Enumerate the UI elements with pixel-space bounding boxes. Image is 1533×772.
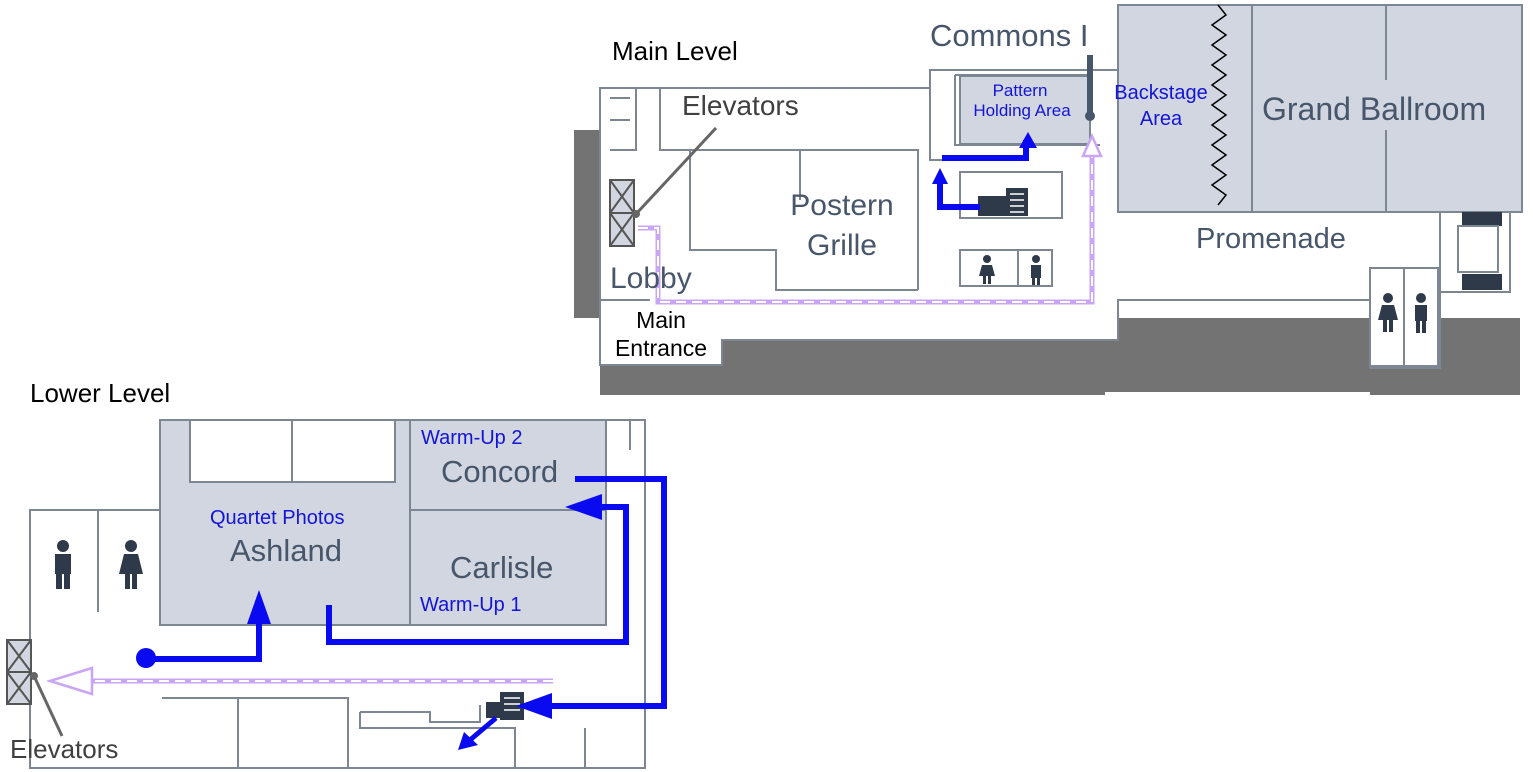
- elevators-label-lower: Elevators: [10, 734, 118, 764]
- elevators-label-main: Elevators: [682, 90, 799, 121]
- postern-label-2: Grille: [807, 229, 877, 262]
- elevator-icon: [609, 179, 635, 247]
- restroom-men-icon: [1031, 255, 1041, 285]
- carlisle-label: Carlisle: [450, 550, 553, 585]
- postern-label-1: Postern: [790, 189, 893, 222]
- restroom-men-icon: [55, 540, 71, 589]
- commons-label: Commons I: [930, 18, 1088, 53]
- elevators-leader-line-lower: [32, 675, 64, 737]
- pattern-label-2: Holding Area: [973, 101, 1071, 120]
- restroom-women-icon: [1378, 293, 1398, 332]
- quartet-photos-label: Quartet Photos: [210, 507, 345, 529]
- carlisle-room: [409, 509, 607, 626]
- grand-ballroom: [1117, 4, 1523, 213]
- promenade-label: Promenade: [1196, 223, 1346, 255]
- route-arrowhead: [45, 666, 94, 696]
- restroom-men-icon: [1415, 293, 1427, 333]
- airwall-divider: [1210, 4, 1228, 206]
- main-level-map: Main Level Commons I Elevators Pattern H…: [574, 4, 1523, 395]
- main-level-title: Main Level: [612, 36, 738, 66]
- lower-level-map: Lower Level Warm-Up 2 Concord Quartet Ph…: [6, 378, 667, 769]
- elevators-leader-line: [634, 126, 718, 216]
- backstage-label-1: Backstage: [1114, 82, 1207, 104]
- backstage-label-2: Area: [1140, 108, 1183, 130]
- lower-level-title: Lower Level: [30, 378, 170, 408]
- stairs-icon: [978, 188, 1028, 216]
- warmup2-label: Warm-Up 2: [421, 427, 522, 449]
- restroom-women-icon: [979, 255, 995, 284]
- ashland-label: Ashland: [230, 533, 342, 568]
- grand-ballroom-label: Grand Ballroom: [1262, 91, 1486, 127]
- pattern-label-1: Pattern: [993, 81, 1048, 100]
- main-entrance-label-1: Main: [636, 307, 686, 333]
- route-arrowhead: [1081, 132, 1103, 158]
- elevator-icon: [6, 639, 32, 705]
- lobby-label: Lobby: [610, 262, 692, 295]
- concord-label: Concord: [441, 454, 558, 489]
- main-entrance-label-2: Entrance: [615, 335, 707, 361]
- pattern-holding-area: [959, 75, 1091, 145]
- restroom-women-icon: [119, 540, 143, 589]
- warmup1-label: Warm-Up 1: [420, 594, 521, 616]
- stairs-icon: [1457, 212, 1502, 290]
